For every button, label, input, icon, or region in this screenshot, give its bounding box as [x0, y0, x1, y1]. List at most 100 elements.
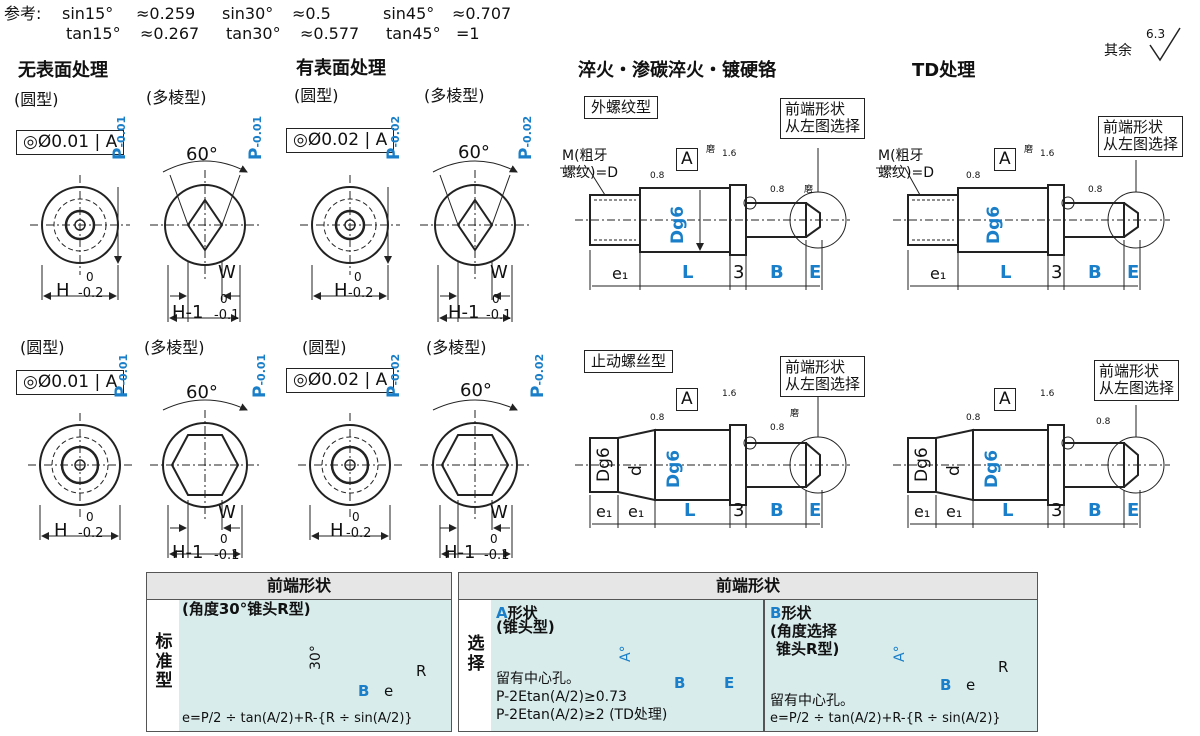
roughness-value: 6.3: [1146, 27, 1166, 41]
tip-a-angle: A°: [618, 645, 634, 662]
shape-label-round: (圆型): [302, 338, 347, 357]
round-view-with-surface-top: [300, 175, 400, 300]
tip-select-line1: 前端形状: [785, 100, 846, 118]
ref-tan30: tan30°: [226, 24, 281, 43]
heading-hardening: 淬火・渗碳淬火・镀硬铬: [578, 60, 776, 81]
h-tolerance: -0.2: [78, 526, 104, 541]
h-label: H: [56, 280, 70, 301]
dg6-label: Dg6: [594, 447, 614, 482]
side-char: 型: [155, 671, 173, 692]
tolerance-value: ◎Ø0.01: [23, 132, 90, 152]
dim-L: L: [1000, 262, 1012, 283]
shape-label-round: (圆型): [294, 86, 339, 105]
h-zero: 0: [86, 270, 94, 284]
dg6-label: Dg6: [668, 205, 688, 244]
tolerance-value: ◎Ø0.02: [293, 370, 360, 390]
roughness-16: 1.6: [722, 149, 737, 159]
tip-b-R: R: [998, 658, 1009, 676]
ref-sin15: sin15°: [62, 4, 114, 23]
poly-view-with-surface-bottom: [420, 399, 530, 558]
panel-title: 前端形状: [459, 573, 1037, 600]
heading-td: TD处理: [912, 60, 976, 81]
p-dimension: P-0.01: [250, 354, 270, 398]
p-label: P: [246, 147, 266, 160]
tip-a-B: B: [674, 674, 686, 692]
p-label: P: [528, 385, 548, 398]
roughness-16: 1.6: [722, 389, 737, 399]
shape-label-poly: (多棱型): [426, 338, 487, 357]
tolerance-value: ◎Ø0.02: [293, 130, 360, 150]
dim-E: E: [1127, 262, 1140, 283]
standard-R: R: [416, 662, 427, 680]
h1-zero: 0: [490, 532, 498, 546]
dim-B: B: [770, 262, 784, 283]
standard-B: B: [358, 682, 370, 700]
round-view-no-surface-bottom: [28, 413, 132, 540]
panel-divider: [763, 600, 765, 731]
p-label: P: [384, 147, 404, 160]
tip-b-e: e: [966, 676, 976, 694]
ref-tan45-val: =1: [456, 24, 480, 43]
angle-label: 60°: [458, 142, 490, 163]
dim-e1: e₁: [628, 502, 645, 521]
dim-3: 3: [1051, 262, 1063, 283]
tip-select-line1: 前端形状: [785, 358, 846, 376]
ref-sin45-val: ≈0.707: [452, 4, 512, 23]
roughness-symbol: [1149, 27, 1181, 62]
tip-b-title: B形状: [770, 602, 811, 623]
dg6-label: Dg6: [984, 205, 1004, 244]
mo-label: 磨: [706, 145, 716, 155]
roughness-08: 0.8: [1096, 417, 1111, 427]
h1-tolerance: -0.1: [484, 548, 510, 563]
p-tolerance: -0.02: [533, 353, 546, 386]
dim-3: 3: [733, 500, 745, 521]
tolerance-frame: ◎Ø0.01 | A: [16, 370, 125, 395]
dg6-label: Dg6: [982, 449, 1002, 488]
p-tolerance: -0.02: [521, 115, 534, 148]
p-label: P: [250, 385, 270, 398]
tip-b-formula: e=P/2 ÷ tan(A/2)+R-{R ÷ sin(A/2)}: [770, 711, 1001, 726]
h-label: H: [54, 520, 68, 541]
roughness-16: 1.6: [1040, 149, 1055, 159]
dim-3: 3: [733, 262, 745, 283]
tip-select-line2: 从左图选择: [785, 375, 861, 394]
w-label: W: [490, 502, 508, 523]
p-tolerance: -0.01: [251, 115, 264, 148]
side-char: 择: [467, 653, 485, 674]
h-zero: 0: [86, 510, 94, 524]
dim-L: L: [682, 262, 694, 283]
dim-L: L: [684, 500, 696, 521]
dim-e1: e₁: [946, 502, 963, 521]
tip-select-line1: 前端形状: [1103, 118, 1164, 136]
h-zero: 0: [354, 270, 362, 284]
roughness-08: 0.8: [650, 413, 665, 423]
mo-label: 磨: [804, 185, 814, 195]
poly-view-with-surface-top: [420, 160, 530, 322]
tip-a-formula2: P-2Etan(A/2)≥2 (TD处理): [496, 707, 668, 723]
h-tolerance: -0.2: [346, 526, 372, 541]
thread-label-line1: M(粗牙: [878, 148, 924, 164]
dim-B: B: [1088, 262, 1102, 283]
tip-b-sub2: 锥头R型): [776, 640, 840, 658]
h1-tolerance: -0.1: [214, 548, 240, 563]
dim-L: L: [1002, 500, 1014, 521]
h-tolerance: -0.2: [348, 286, 374, 301]
p-dimension: P-0.02: [528, 354, 548, 398]
thread-label: M(粗牙 螺纹)=D: [562, 148, 618, 182]
p-dimension: P-0.01: [110, 116, 130, 160]
dg6-label: Dg6: [664, 449, 684, 488]
h1-zero: 0: [492, 292, 500, 306]
h1-tolerance: -0.1: [214, 308, 240, 323]
tip-b-B: B: [940, 676, 952, 694]
ref-tan30-val: ≈0.577: [300, 24, 360, 43]
reference-label: 参考:: [4, 4, 42, 23]
p-dimension: P-0.01: [246, 116, 266, 160]
thread-label-line1: M(粗牙: [562, 148, 608, 164]
p-tolerance: -0.01: [117, 353, 130, 386]
dim-e1: e₁: [612, 264, 629, 283]
shape-label-round: (圆型): [14, 90, 59, 109]
panel-side-label: 选 择: [465, 634, 487, 674]
pin-outer-thread-hardening: [575, 148, 850, 290]
pin-stop-screw-hardening: [575, 395, 850, 528]
datum-label: A: [105, 132, 118, 152]
